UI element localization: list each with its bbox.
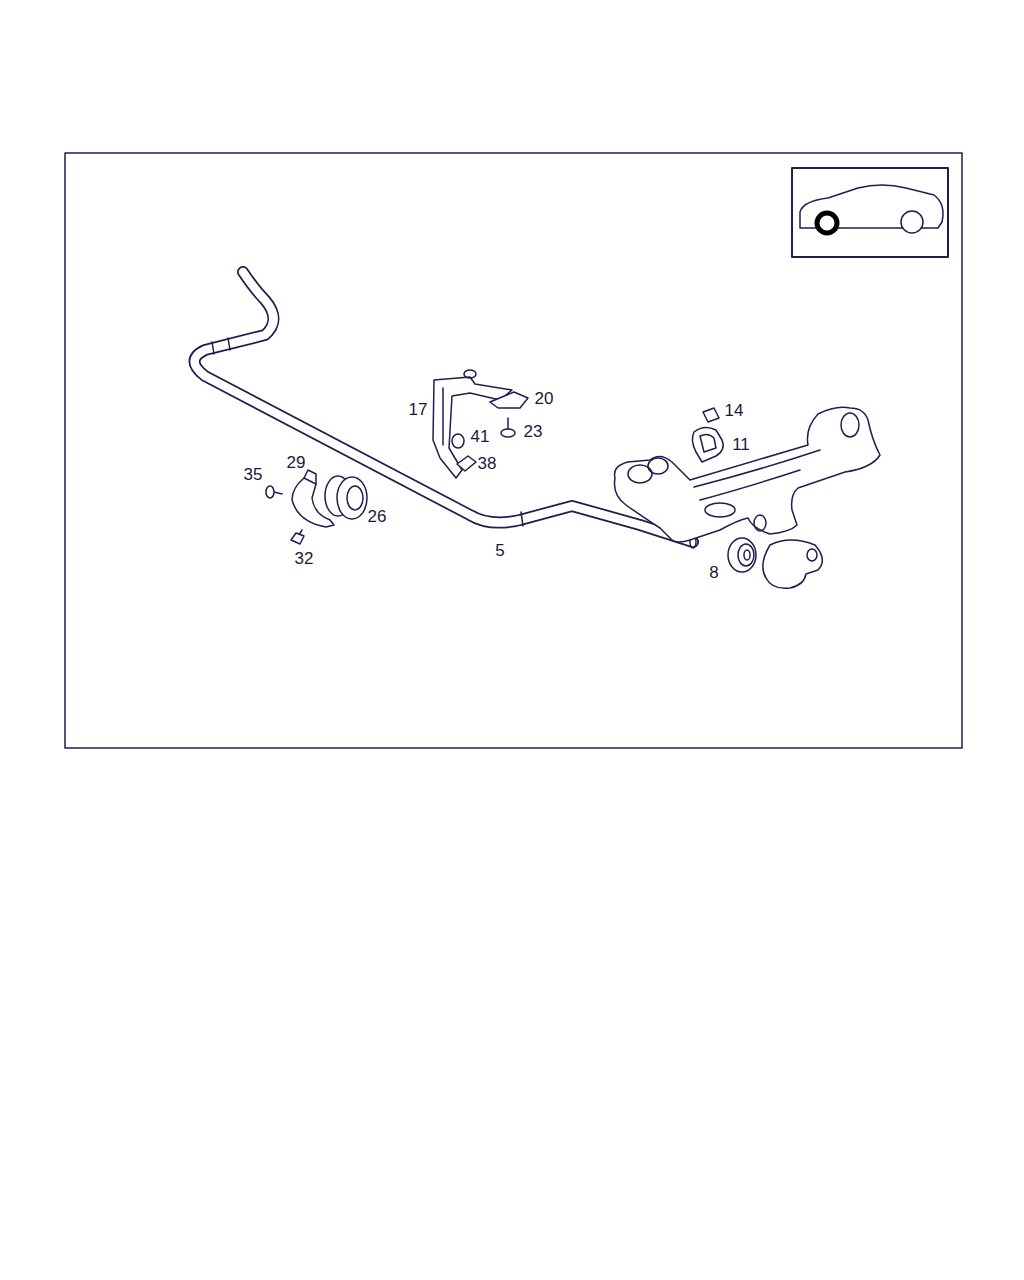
stabilizer-bar-part: [521, 512, 523, 526]
bushing-26-part: [337, 477, 367, 519]
control-arm-part: [648, 458, 668, 474]
control-arm: [614, 407, 880, 588]
small-parts-part: [501, 429, 515, 437]
bushing-8-part: [738, 544, 754, 566]
callout-number: 38: [477, 454, 498, 473]
small-parts-part: [703, 408, 719, 422]
small-parts-part: [457, 456, 476, 471]
stabilizer-bar-part: [212, 342, 214, 354]
callout-number: 23: [523, 422, 544, 441]
control-arm-part: [754, 515, 766, 531]
control-arm-part: [763, 540, 823, 588]
small-parts-part: [700, 434, 716, 452]
bushing-26: [325, 476, 367, 519]
car-inset-part: [817, 213, 837, 233]
control-arm-part: [700, 470, 800, 500]
callout-number: 8: [708, 563, 719, 582]
bracket-17-part: [464, 370, 476, 378]
callout-number: 11: [731, 435, 751, 454]
control-arm-part: [841, 413, 859, 437]
callout-number: 41: [470, 427, 491, 446]
callout-number: 20: [534, 389, 555, 408]
callout-number: 14: [724, 401, 745, 420]
callout-number: 35: [243, 465, 264, 484]
bushing-8-part: [744, 550, 750, 560]
bolts: [266, 486, 304, 544]
bracket-17: [433, 370, 512, 478]
frame: [65, 153, 962, 748]
illustration-part: [65, 153, 962, 748]
callout-number: 29: [286, 453, 307, 472]
control-arm-part: [807, 549, 817, 561]
small-parts-part: [692, 427, 723, 462]
car-inset-part: [792, 168, 948, 257]
stabilizer-bar-part: [195, 272, 694, 542]
stabilizer-bar-part: [228, 338, 230, 350]
bracket-17-part: [433, 377, 512, 478]
callout-number: 26: [367, 507, 388, 526]
stabilizer-bar-part: [195, 272, 694, 542]
bracket-17-part: [442, 388, 444, 445]
small-parts-part: [452, 434, 464, 448]
bolts-part: [291, 533, 304, 544]
car-inset: [792, 168, 948, 257]
bolts-part: [266, 486, 274, 498]
bushing-8: [728, 538, 756, 572]
stabilizer-bar: [195, 272, 697, 548]
callout-number: 17: [408, 400, 429, 419]
callout-number: 32: [294, 549, 315, 568]
car-inset-part: [901, 211, 923, 233]
control-arm-part: [705, 503, 735, 517]
callout-number: 5: [494, 541, 505, 560]
small-parts-part: [490, 392, 528, 408]
bushing-26-part: [347, 486, 363, 510]
bushing-8-part: [728, 538, 756, 572]
clamp-29-part: [304, 470, 316, 484]
control-arm-part: [614, 407, 880, 542]
